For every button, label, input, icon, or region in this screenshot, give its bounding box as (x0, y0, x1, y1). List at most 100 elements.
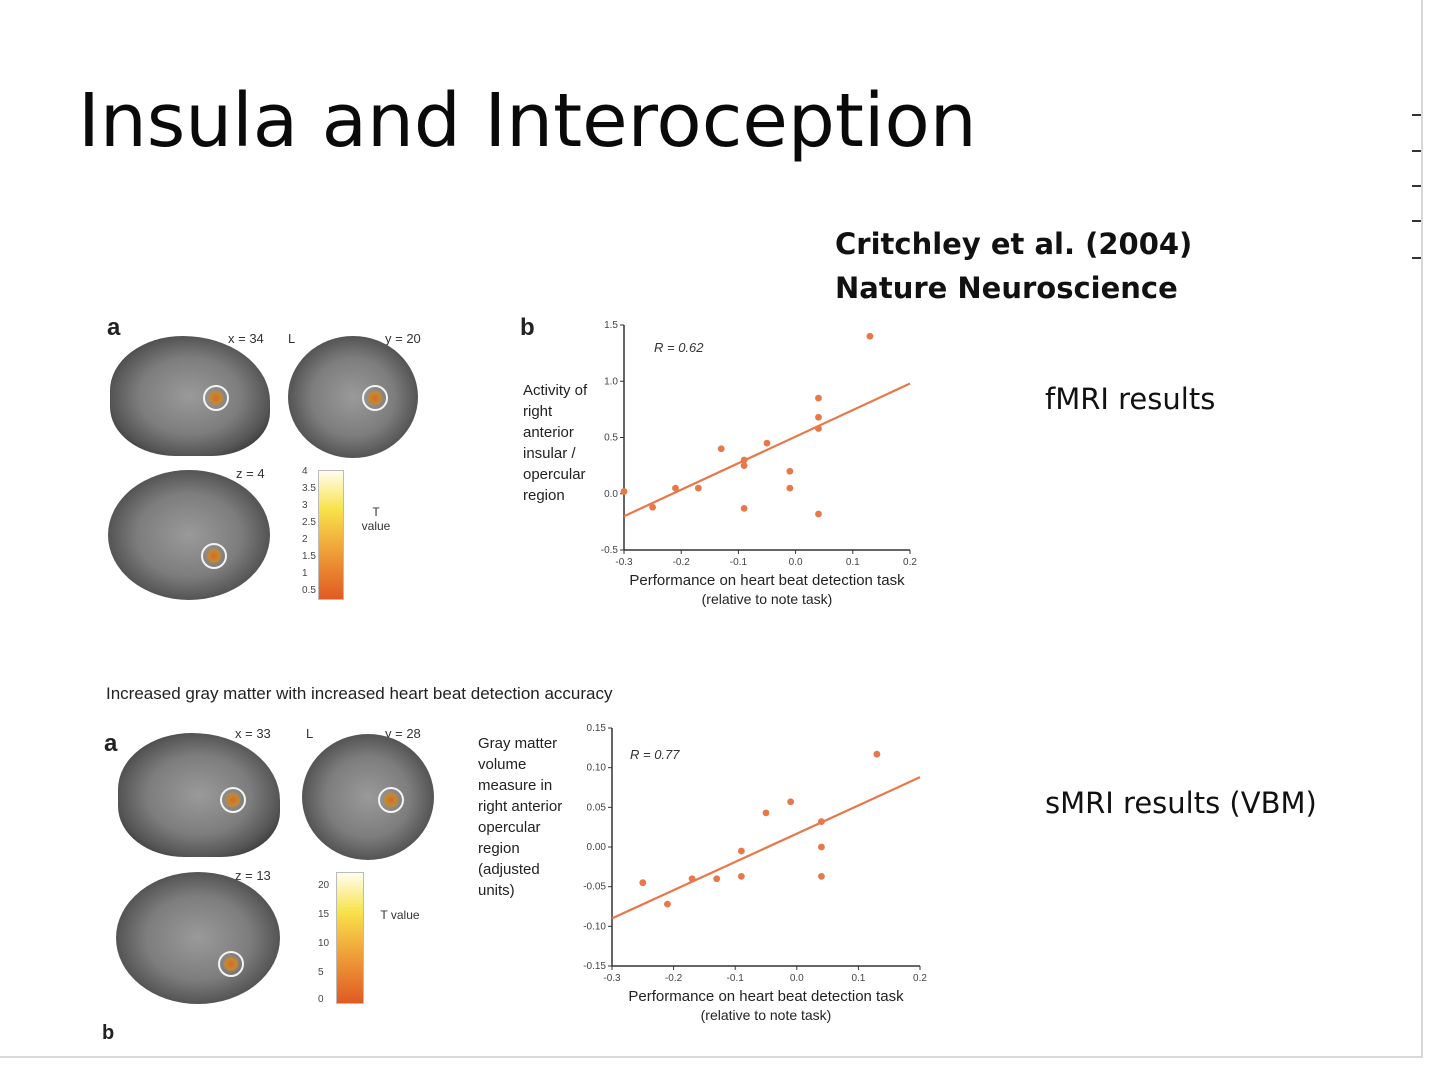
colorbar-tick: 3.5 (302, 483, 316, 494)
slide-edge-tick (1412, 220, 1421, 222)
colorbar-tick: 3 (302, 500, 308, 511)
coord-label: L (288, 331, 296, 346)
x-tick-label: -0.1 (730, 557, 748, 568)
brain-coronal-slice (302, 734, 434, 860)
coord-label: L (306, 726, 314, 741)
y-tick-label: 0.00 (587, 842, 607, 853)
data-point (873, 750, 881, 758)
chart-y-axis-label: Gray matter volume measure in right ante… (478, 735, 563, 899)
y-tick-label: 1.5 (604, 320, 618, 331)
coord-label: y = 20 (385, 331, 421, 346)
x-axis-label: (relative to note task) (701, 1007, 832, 1023)
data-point (664, 900, 671, 908)
data-point (787, 798, 795, 806)
x-tick-label: 0.2 (903, 557, 917, 568)
x-tick-label: -0.3 (603, 973, 621, 984)
brain-coronal-slice (288, 336, 418, 458)
roi-circle (220, 787, 246, 813)
data-point (786, 467, 794, 475)
x-axis-label: Performance on heart beat detection task (628, 988, 904, 1005)
data-point (740, 462, 748, 470)
fmri-results-label: fMRI results (1045, 382, 1216, 416)
data-point (717, 445, 725, 453)
data-point (740, 456, 748, 464)
regression-line (611, 776, 921, 920)
colorbar-tick: 10 (318, 938, 330, 949)
data-point (815, 425, 822, 432)
x-axis-label: Performance on heart beat detection task (629, 572, 905, 589)
colorbar-tick: 1.5 (302, 551, 316, 562)
citation: Critchley et al. (2004) Nature Neuroscie… (835, 222, 1192, 310)
colorbar-tick: 1 (302, 568, 308, 579)
data-point (694, 484, 702, 492)
colorbar-tick: 20 (318, 880, 330, 891)
x-tick-label: -0.1 (727, 973, 745, 984)
data-point (639, 879, 647, 887)
coord-label: z = 4 (236, 466, 265, 481)
panel-letter-a: a (107, 314, 121, 341)
roi-circle (201, 543, 227, 569)
data-point (688, 875, 696, 883)
citation-journal: Nature Neuroscience (835, 271, 1178, 305)
slide-title: Insula and Interoception (78, 78, 977, 164)
x-tick-label: 0.1 (846, 557, 860, 568)
data-point (672, 484, 679, 492)
roi-circle (203, 385, 229, 411)
y-tick-label: -0.15 (583, 961, 606, 972)
figure-caption: Increased gray matter with increased hea… (106, 684, 613, 703)
citation-authors: Critchley et al. (2004) (835, 227, 1193, 261)
roi-circle (378, 787, 404, 813)
panel-letter-a: a (104, 730, 118, 757)
data-point (818, 818, 825, 826)
y-tick-label: 0.05 (587, 802, 607, 813)
slide-border (0, 1056, 1423, 1058)
data-point (649, 503, 656, 511)
data-point (815, 510, 822, 518)
slide-border (1421, 0, 1423, 1058)
colorbar-tick: 5 (318, 967, 324, 978)
y-tick-label: -0.05 (583, 882, 606, 893)
colorbar-title: T value (361, 505, 391, 533)
chart-y-axis-label: Activity of right anterior insular / ope… (523, 382, 588, 504)
brain-axial-slice (108, 470, 270, 600)
colorbar-tick: 15 (318, 909, 330, 920)
data-point (818, 843, 825, 851)
regression-line (623, 382, 911, 518)
colorbar-tick: 0.5 (302, 585, 316, 596)
smri-results-label: sMRI results (VBM) (1045, 786, 1317, 820)
y-tick-label: 0.0 (604, 489, 618, 500)
colorbar (318, 470, 344, 600)
data-point (818, 872, 825, 880)
correlation-annotation: R = 0.77 (630, 747, 680, 762)
x-tick-label: -0.2 (673, 557, 691, 568)
data-point (786, 484, 794, 492)
y-tick-label: 0.15 (587, 723, 607, 734)
scatter-chart-smri: -0.15-0.10-0.050.000.050.100.15-0.3-0.2-… (583, 723, 927, 1023)
roi-circle (218, 951, 244, 977)
y-tick-label: 0.10 (587, 763, 607, 774)
coord-label: x = 34 (228, 331, 264, 346)
data-point (737, 872, 745, 880)
coord-label: z = 13 (235, 868, 271, 883)
x-tick-label: 0.2 (913, 973, 927, 984)
data-point (713, 875, 721, 883)
data-point (815, 413, 822, 421)
data-point (740, 504, 748, 512)
x-tick-label: 0.1 (851, 973, 865, 984)
coord-label: y = 28 (385, 726, 421, 741)
brain-sagittal-slice (118, 733, 280, 857)
slide-edge-tick (1412, 114, 1421, 116)
coord-label: x = 33 (235, 726, 271, 741)
colorbar-tick: 4 (302, 466, 308, 477)
slide-edge-tick (1412, 185, 1421, 187)
y-tick-label: -0.5 (601, 545, 619, 556)
colorbar-tick: 2 (302, 534, 308, 545)
brain-sagittal-slice (110, 336, 270, 456)
panel-letter-b: b (102, 1022, 115, 1044)
x-tick-label: -0.3 (615, 557, 633, 568)
panel-letter-b: b (520, 314, 535, 341)
y-tick-label: 0.5 (604, 433, 618, 444)
x-axis-label: (relative to note task) (702, 591, 833, 607)
colorbar-title: T value (380, 908, 420, 922)
